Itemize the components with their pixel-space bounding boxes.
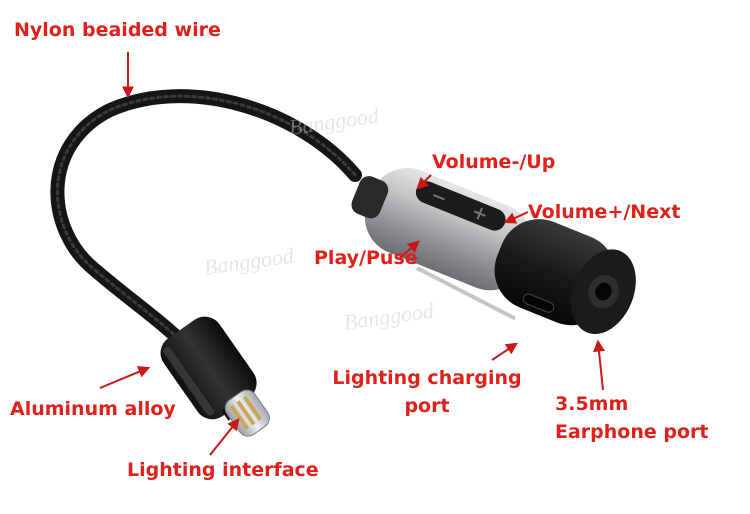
arrow-lighting-interface (209, 418, 240, 456)
label-charging-port: Lighting charging port (318, 366, 536, 418)
label-volume-up: Volume-/Up (432, 151, 556, 173)
label-lighting-interface: Lighting interface (127, 459, 319, 481)
watermark-text: Banggood (342, 297, 436, 334)
arrow-play-pause (399, 240, 420, 259)
label-aluminum-alloy: Aluminum alloy (10, 398, 176, 420)
watermark-text: Banggood (202, 242, 296, 279)
label-earphone-port-line2: Earphone port (555, 421, 709, 443)
arrow-volume-up (416, 174, 432, 190)
label-earphone-port: 3.5mm Earphone port (555, 392, 708, 444)
label-charging-port-line1: Lighting charging (332, 367, 522, 389)
label-charging-port-line2: port (404, 395, 450, 417)
arrow-volume-next (503, 211, 529, 224)
label-volume-next: Volume+/Next (528, 201, 681, 223)
arrow-charging-port (491, 342, 518, 361)
label-earphone-port-line1: 3.5mm (555, 393, 629, 415)
annotation-arrows (99, 52, 605, 456)
watermark-text: Banggood (287, 102, 381, 139)
arrow-aluminum-alloy (99, 366, 151, 389)
adapter-body (351, 167, 636, 334)
label-play-pause: Play/Puse (314, 247, 418, 269)
braided-cable (50, 89, 362, 352)
arrow-earphone-port (593, 339, 605, 391)
label-nylon-wire: Nylon beaided wire (14, 19, 221, 41)
